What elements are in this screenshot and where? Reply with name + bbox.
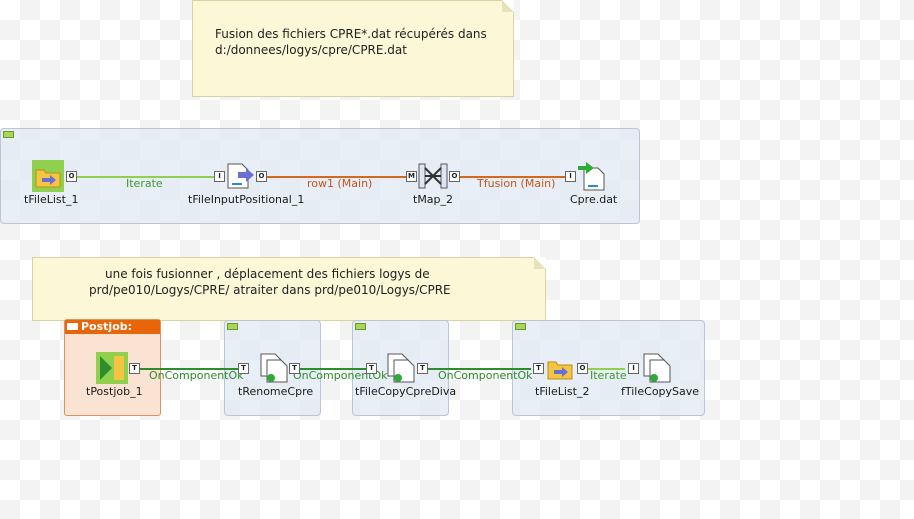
input-port[interactable]: I (628, 363, 639, 374)
oncomponentok-link-label[interactable]: OnComponentOk (149, 369, 244, 382)
note-move[interactable]: une fois fusionner , déplacement des fic… (32, 257, 546, 321)
trigger-port[interactable]: T (417, 363, 428, 374)
postjob-header: Postjob: (65, 320, 160, 334)
file-copy-icon (387, 353, 415, 383)
main-port[interactable]: M (406, 171, 417, 182)
input-port[interactable]: I (214, 171, 225, 182)
note-line: prd/pe010/Logys/CPRE/ atraiter dans prd/… (89, 283, 451, 297)
subjob-collapse-button[interactable] (67, 323, 78, 330)
output-port[interactable]: O (577, 363, 588, 374)
output-port[interactable]: O (449, 171, 460, 182)
note-fold (534, 257, 546, 269)
trenomecpre-label: tRenomeCpre (238, 385, 314, 398)
folder-icon (547, 361, 573, 380)
note-line: d:/donnees/logys/cpre/CPRE.dat (215, 43, 407, 57)
tfilecopycprediva-component[interactable] (384, 352, 416, 384)
tfilelist-label: tFileList_1 (24, 193, 79, 206)
trigger-port[interactable]: T (289, 363, 300, 374)
tfilelist-2-component[interactable] (544, 352, 576, 384)
tfilecopycprediva-label: tFileCopyCpreDiva (355, 385, 457, 398)
file-copy-icon (260, 353, 288, 383)
oncomponentok-link-label[interactable]: OnComponentOk (293, 369, 388, 382)
subjob-collapse-button[interactable] (515, 323, 526, 330)
iterate-link-label[interactable]: Iterate (590, 369, 627, 382)
cpre-output-label: Cpre.dat (570, 193, 618, 206)
postjob-icon (96, 352, 128, 384)
tpostjob-label: tPostjob_1 (86, 385, 143, 398)
file-output-icon (578, 162, 605, 191)
oncomponentok-link-label[interactable]: OnComponentOk (438, 369, 533, 382)
input-port[interactable]: I (565, 171, 576, 182)
trenomecpre-component[interactable] (257, 352, 289, 384)
tfilelist-2-label: tFileList_2 (535, 385, 590, 398)
iterate-link-label[interactable]: Iterate (126, 177, 163, 190)
note-line: une fois fusionner , déplacement des fic… (105, 267, 430, 281)
subjob-collapse-button[interactable] (355, 323, 366, 330)
note-fold (502, 0, 514, 12)
tfilecopysave-component[interactable] (640, 352, 672, 384)
row1-link-label[interactable]: row1 (Main) (307, 177, 373, 190)
tpostjob-component[interactable] (96, 352, 128, 384)
output-port[interactable]: O (66, 171, 77, 182)
tfilelist-component[interactable] (32, 160, 64, 192)
tmap-label: tMap_2 (413, 193, 454, 206)
file-copy-icon (643, 353, 671, 383)
folder-icon (32, 160, 64, 192)
map-icon (418, 163, 448, 189)
postjob-title: Postjob: (81, 320, 133, 333)
trigger-port[interactable]: T (238, 363, 249, 374)
subjob-collapse-button[interactable] (227, 323, 238, 330)
tmap-component[interactable] (417, 160, 449, 192)
cpre-output-component[interactable] (576, 160, 608, 192)
tfileinputpositional-component[interactable] (224, 160, 256, 192)
tfusion-link-label[interactable]: Tfusion (Main) (477, 177, 556, 190)
subjob-collapse-button[interactable] (3, 131, 14, 138)
note-line: Fusion des fichiers CPRE*.dat récupérés … (215, 27, 487, 41)
trigger-port[interactable]: T (129, 363, 140, 374)
trigger-port[interactable]: T (366, 363, 377, 374)
tfileinputpositional-label: tFileInputPositional_1 (188, 193, 305, 206)
file-input-icon (227, 163, 254, 189)
output-port[interactable]: O (256, 171, 267, 182)
note-fusion[interactable]: Fusion des fichiers CPRE*.dat récupérés … (192, 0, 514, 97)
trigger-port[interactable]: T (533, 363, 544, 374)
tfilecopysave-label: fTileCopySave (621, 385, 700, 398)
